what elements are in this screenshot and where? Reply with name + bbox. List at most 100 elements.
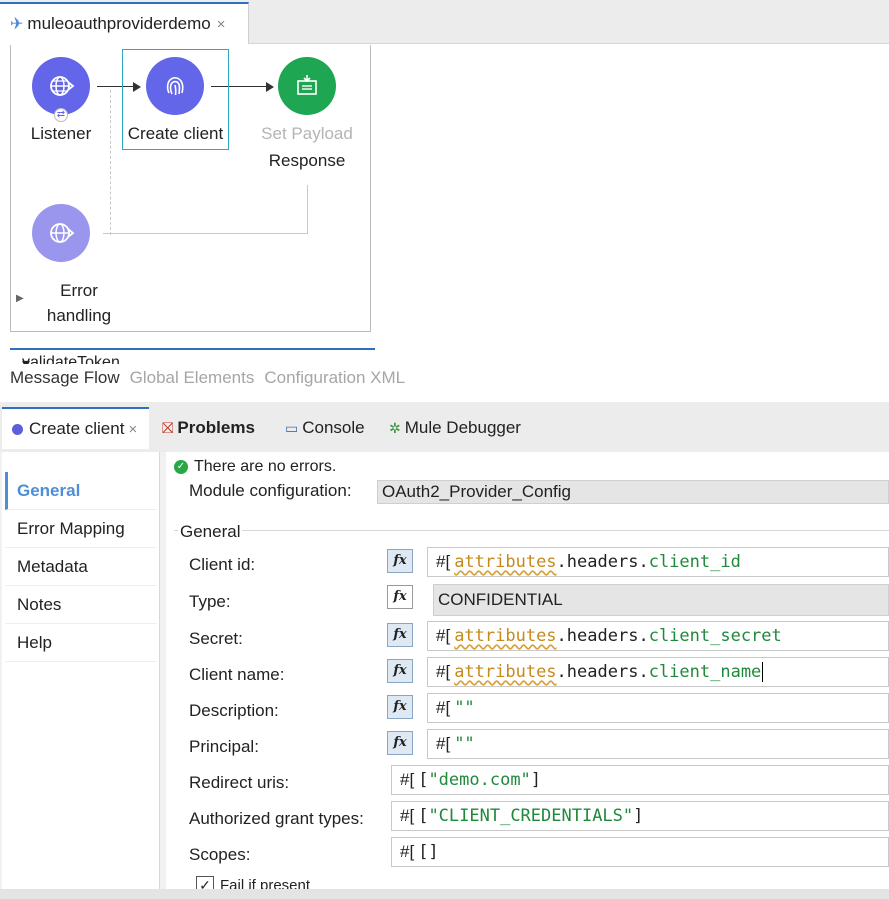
text-caret [762,662,764,682]
close-icon[interactable]: × [128,420,138,438]
expression-bracket: [ [418,806,429,826]
grant-types-expression-input[interactable]: #[ ["CLIENT_CREDENTIALS"] [391,801,889,831]
flow-canvas: ⇄ Listener Create client Set Payload Res… [10,45,371,332]
expression-dot: . [556,626,567,646]
editor-view-tabs: Message Flow Global Elements Configurati… [10,368,405,390]
expression-bracket: ] [633,806,644,826]
flow-connector [97,86,137,87]
expression-value: "CLIENT_CREDENTIALS" [428,806,634,826]
validation-status: ✓ There are no errors. [174,458,336,476]
set-payload-node[interactable] [278,57,336,115]
create-client-label: Create client [127,124,224,143]
expression-bracket: [ [418,770,429,790]
client-name-expression-input[interactable]: #[ attributes.headers.client_name [427,657,889,687]
expression-prefix: #[ [400,806,415,825]
expression-value: [] [418,842,439,862]
expression-prefix: #[ [436,552,451,571]
create-client-node[interactable] [146,57,204,115]
mule-file-icon: ✈ [10,16,24,33]
expression-prefix: #[ [436,698,451,717]
group-separator [174,530,889,531]
fx-toggle-button[interactable]: fx [387,623,413,647]
client-id-expression-input[interactable]: #[ attributes.headers.client_id [427,547,889,577]
expression-prefix: #[ [436,626,451,645]
fx-toggle-button[interactable]: fx [387,695,413,719]
tab-create-client[interactable]: Create client × [2,407,149,449]
redirect-uris-expression-input[interactable]: #[ ["demo.com"] [391,765,889,795]
expression-value: "" [454,734,475,754]
expression-dot: . [556,662,567,682]
globe-icon [50,223,75,243]
fx-toggle-button[interactable]: fx [387,731,413,755]
expression-dot: . [556,552,567,572]
response-return-line [103,233,308,234]
expression-value: "" [454,698,475,718]
close-icon[interactable]: × [216,15,226,33]
principal-expression-input[interactable]: #[ "" [427,729,889,759]
nav-notes[interactable]: Notes [5,586,157,624]
client-id-label: Client id: [189,555,256,574]
expression-prefix: #[ [436,662,451,681]
expression-dot: . [638,552,649,572]
response-return-line [307,185,308,233]
general-group-title: General [178,522,243,542]
listener-label: Listener [30,124,92,143]
tab-console[interactable]: ▭ Console [285,407,365,449]
redirect-uris-label: Redirect uris: [189,773,290,792]
description-label: Description: [189,701,279,720]
nav-error-mapping[interactable]: Error Mapping [5,510,157,548]
arrow-head-icon [133,82,141,92]
nav-metadata[interactable]: Metadata [5,548,157,586]
editor-tab-title: muleoauthproviderdemo [27,14,211,33]
editor-tab-muleoauthproviderdemo[interactable]: ✈ muleoauthproviderdemo × [0,2,249,44]
expression-keyword: attributes [454,662,557,682]
scopes-expression-input[interactable]: #[ [] [391,837,889,867]
listener-node[interactable] [32,57,90,115]
tab-configuration-xml[interactable]: Configuration XML [264,368,406,387]
module-configuration-select[interactable]: OAuth2_Provider_Config [377,480,889,504]
validate-token-flow[interactable]: ▾ validateToken [10,348,375,364]
expression-dot: . [638,662,649,682]
expression-field: client_id [648,552,741,572]
expression-selector: headers [566,662,639,682]
expression-prefix: #[ [400,842,415,861]
tab-mule-debugger[interactable]: ✲ Mule Debugger [389,407,521,449]
scopes-label: Scopes: [189,845,251,864]
fx-toggle-button[interactable]: fx [387,549,413,573]
status-bar [0,889,889,899]
tab-problems[interactable]: ⛝ Problems [162,407,255,449]
create-client-selection[interactable] [122,49,229,150]
tab-global-elements[interactable]: Global Elements [129,368,255,387]
expression-field: client_secret [648,626,782,646]
expression-field: client_name [648,662,762,682]
response-label: Response [268,151,346,170]
globe-icon [50,76,75,96]
expression-keyword: attributes [454,626,557,646]
type-label: Type: [189,592,231,611]
error-handler-node[interactable] [32,204,90,262]
expression-prefix: #[ [436,734,451,753]
secret-label: Secret: [189,629,243,648]
client-name-label: Client name: [189,665,285,684]
expression-prefix: #[ [400,770,415,789]
fx-toggle-button[interactable]: fx [387,659,413,683]
tab-message-flow[interactable]: Message Flow [10,368,120,387]
tab-create-client-label: Create client [29,419,125,438]
validate-token-flow-title: validateToken [22,354,120,364]
properties-side-nav: General Error Mapping Metadata Notes Hel… [2,452,160,889]
nav-general[interactable]: General [5,472,157,510]
type-select[interactable]: CONFIDENTIAL [433,584,889,616]
expression-bracket: ] [530,770,542,790]
fx-toggle-button[interactable]: fx [387,585,413,609]
description-expression-input[interactable]: #[ "" [427,693,889,723]
expand-triangle-icon[interactable]: ▶ [16,293,24,304]
nav-help[interactable]: Help [5,624,157,662]
tab-console-label: Console [302,418,365,437]
collapse-triangle-icon[interactable]: ▾ [22,354,30,364]
secret-expression-input[interactable]: #[ attributes.headers.client_secret [427,621,889,651]
expression-selector: headers [566,552,639,572]
authorized-grant-types-label: Authorized grant types: [189,809,364,828]
expression-dot: . [638,626,649,646]
module-configuration-label: Module configuration: [189,481,352,500]
principal-label: Principal: [189,737,259,756]
